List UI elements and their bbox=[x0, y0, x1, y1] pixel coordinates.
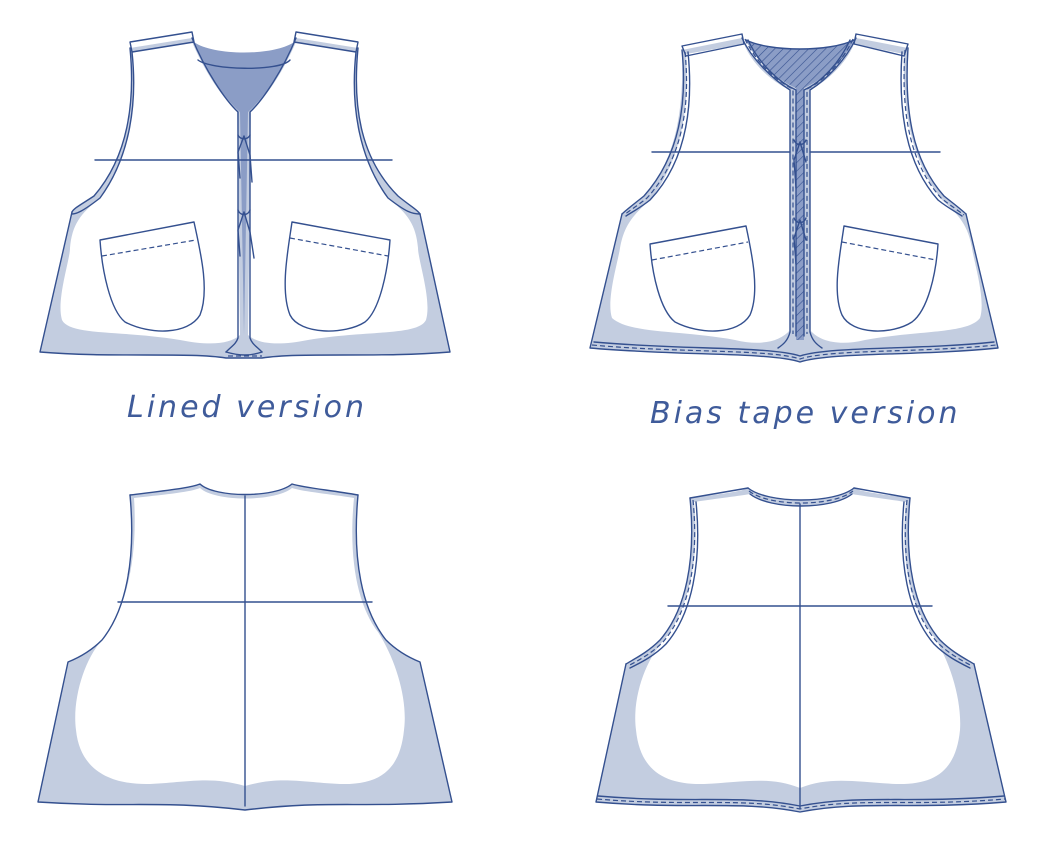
bias-tape-version-caption: Bias tape version bbox=[650, 396, 961, 431]
lined-front-vest bbox=[39, 31, 451, 359]
bias-front-vest bbox=[589, 33, 999, 363]
lined-back-vest bbox=[37, 483, 453, 811]
lined-version-caption: Lined version bbox=[127, 390, 367, 425]
bias-back-vest bbox=[595, 487, 1007, 813]
